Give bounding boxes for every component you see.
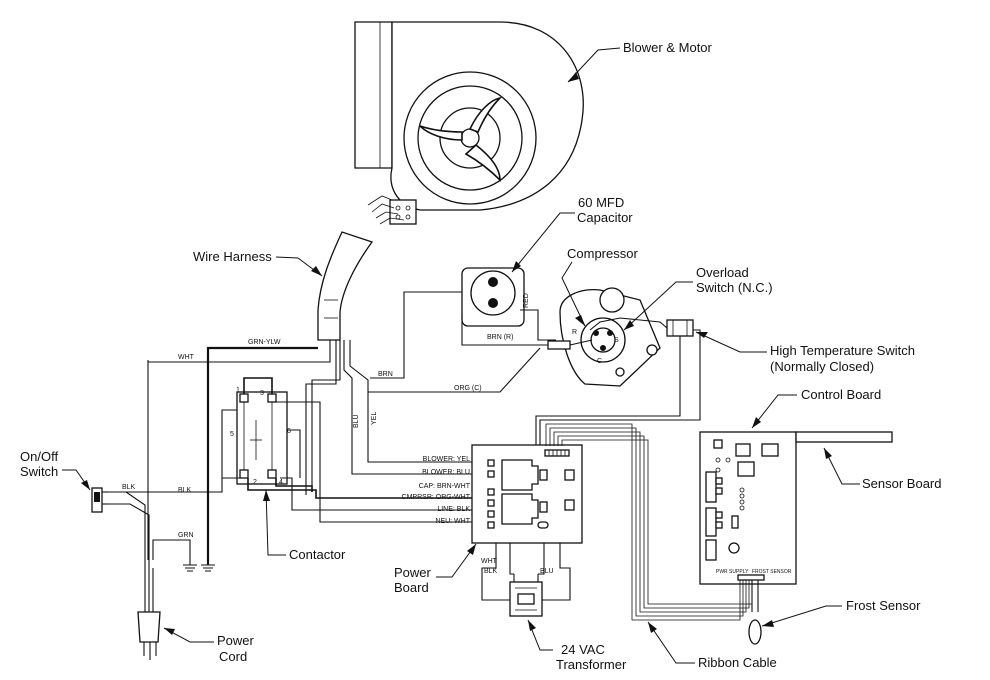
ribbon-cable-label: Ribbon Cable	[698, 655, 777, 670]
terminal-blower-yel: BLOWER: YEL	[423, 456, 470, 463]
capacitor-label-2: Capacitor	[577, 210, 633, 225]
wire-blk-switch: BLK	[122, 484, 136, 491]
blower-motor-leader	[567, 47, 621, 83]
on-off-label-1: On/Off	[20, 449, 58, 464]
capacitor	[461, 267, 525, 327]
contactor	[236, 391, 288, 485]
power-cord-label-2: Cord	[219, 649, 247, 664]
contactor-label: Contactor	[289, 547, 346, 562]
terminal-cap: CAP: BRN-WHT	[419, 483, 471, 490]
ribbon-cable	[545, 423, 753, 621]
compressor-label: Compressor	[567, 246, 638, 261]
svg-text:C: C	[597, 358, 602, 365]
wire-blu-tx: BLU	[540, 568, 554, 575]
control-board-leader	[751, 394, 797, 429]
sensor-board-leader	[823, 447, 860, 485]
high-temp-switch	[666, 319, 694, 337]
blower-motor	[354, 21, 584, 225]
wire-grn-ylw: GRN-YLW	[248, 339, 281, 346]
compressor	[559, 287, 661, 387]
high-temp-leader	[695, 331, 767, 353]
wire-org-c: ORG (C)	[454, 385, 482, 392]
wiring	[108, 291, 701, 601]
wire-brn-r: BRN (R)	[487, 334, 513, 341]
wire-wht: WHT	[178, 354, 195, 361]
power-board-label-2: Board	[394, 580, 429, 595]
high-temp-label-1: High Temperature Switch	[770, 343, 915, 358]
terminal-blower-blu: BLOWER: BLU	[422, 469, 470, 476]
wire-blk-line: BLK	[178, 487, 192, 494]
wire-yel: YEL	[371, 412, 378, 425]
wire-wht-tx: WHT	[481, 558, 498, 565]
transformer	[509, 574, 543, 617]
transformer-label-1: 24 VAC	[561, 642, 605, 657]
wire-blu: BLU	[353, 414, 360, 428]
high-temp-label-2: (Normally Closed)	[770, 359, 874, 374]
sensor-board-label: Sensor Board	[862, 476, 942, 491]
power-board	[471, 444, 583, 544]
overload-label-2: Switch (N.C.)	[696, 280, 773, 295]
svg-text:PWR SUPPLY: PWR SUPPLY	[716, 569, 749, 575]
svg-text:R: R	[572, 329, 577, 336]
svg-text:1: 1	[236, 387, 240, 394]
control-board-label: Control Board	[801, 387, 881, 402]
compressor-leader	[561, 261, 586, 327]
svg-text:6: 6	[287, 428, 291, 435]
svg-text:4: 4	[279, 479, 283, 486]
wire-blk-tx: BLK	[484, 568, 498, 575]
svg-text:3: 3	[260, 390, 264, 397]
wire-brn: BRN	[378, 371, 393, 378]
overload-label-1: Overload	[696, 265, 749, 280]
svg-text:FROST SENSOR: FROST SENSOR	[752, 569, 792, 575]
control-board	[699, 431, 797, 585]
frost-sensor-leader	[761, 605, 842, 627]
wire-harness	[317, 195, 405, 341]
capacitor-leader	[511, 212, 575, 273]
wire-red: RED	[523, 293, 530, 308]
on-off-label-2: Switch	[20, 464, 58, 479]
power-cord-label-1: Power	[217, 633, 255, 648]
capacitor-label-1: 60 MFD	[578, 195, 624, 210]
svg-text:S: S	[614, 337, 619, 344]
wire-harness-label: Wire Harness	[193, 249, 272, 264]
wire-grn: GRN	[178, 532, 194, 539]
frost-sensor-label: Frost Sensor	[846, 598, 921, 613]
power-board-leader	[436, 543, 477, 578]
svg-text:5: 5	[230, 431, 234, 438]
power-cord	[137, 568, 161, 660]
power-board-label-1: Power	[394, 565, 432, 580]
ribbon-cable-leader	[647, 621, 695, 664]
frost-sensor	[748, 580, 762, 645]
svg-text:2: 2	[253, 479, 257, 486]
contactor-leader	[265, 489, 286, 556]
on-off-leader	[62, 469, 91, 491]
wire-harness-leader	[275, 256, 323, 277]
sensor-board	[795, 431, 893, 443]
on-off-switch	[91, 487, 108, 513]
overload-leader	[623, 281, 693, 331]
blower-motor-label: Blower & Motor	[623, 40, 713, 55]
transformer-label-2: Transformer	[556, 657, 627, 672]
